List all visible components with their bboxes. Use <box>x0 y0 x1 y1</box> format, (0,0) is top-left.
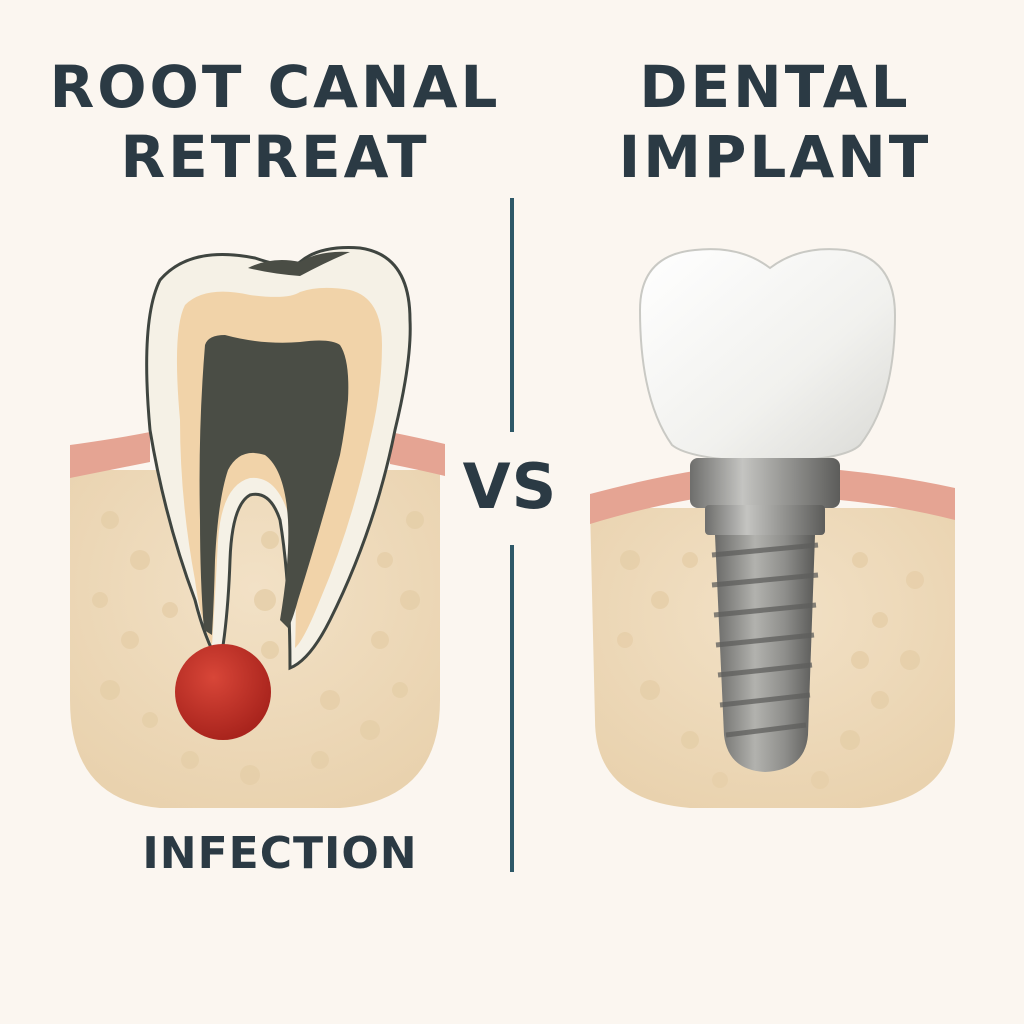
infection-lesion <box>175 644 271 740</box>
title-left-line1: ROOT CANAL <box>49 53 501 121</box>
root-canal-retreat-title: ROOT CANAL RETREAT <box>30 52 520 192</box>
vs-label: VS <box>462 450 558 523</box>
implant-screw-body <box>715 535 815 772</box>
right-bone-pores <box>617 550 924 789</box>
tooth-pulp <box>199 335 349 635</box>
natural-tooth <box>145 246 412 740</box>
implant-crown <box>638 248 897 464</box>
dental-implant <box>638 248 897 772</box>
implant-abutment <box>705 505 825 535</box>
infection-label: INFECTION <box>142 828 418 879</box>
left-bone-pores <box>92 511 424 785</box>
implant-abutment-collar <box>690 458 840 508</box>
tooth-cap-shadow <box>248 251 350 276</box>
title-left-line2: RETREAT <box>120 123 430 191</box>
left-gum <box>70 432 150 478</box>
right-gum <box>590 470 700 524</box>
title-right-line1: DENTAL <box>639 53 911 121</box>
title-right-line2: IMPLANT <box>618 123 932 191</box>
implant-threads <box>711 542 819 738</box>
dental-implant-title: DENTAL IMPLANT <box>560 52 990 192</box>
